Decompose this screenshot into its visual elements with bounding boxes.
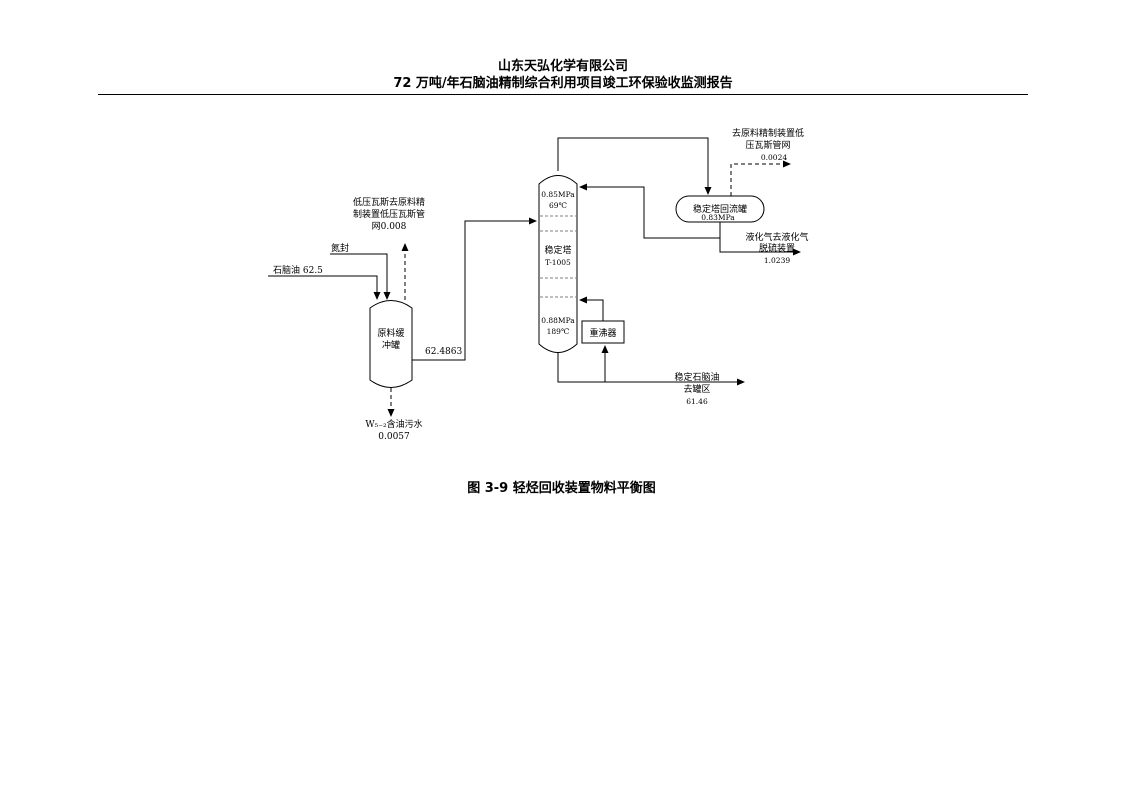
tower-name: 稳定塔 [544,244,571,256]
lowgas-label-1: 低压瓦斯去原料精 [353,196,425,208]
buffer-tank [369,300,413,388]
naphtha-in-label: 石脑油 62.5 [273,264,323,276]
lpg-label-1: 液化气去液化气 [745,231,808,243]
wastewater-label-1: W₅₋₂含油污水 [365,418,422,430]
naphtha-inlet-line [268,275,381,300]
lpg-line [719,238,801,256]
company-name: 山东天弘化学有限公司 [497,59,628,74]
tower-bottom-pressure: 0.88MPa [541,316,575,325]
product-label-3: 61.46 [686,397,708,406]
header-divider [98,94,1028,95]
product-label-2: 去罐区 [683,383,710,395]
tower-bottom-temp: 189℃ [547,327,570,336]
lowgas-label-2: 制装置低压瓦斯管 [353,208,425,220]
overhead-line [557,137,712,195]
nitrogen-label: 氮封 [331,242,349,254]
reflux-return-line [579,183,721,239]
reflux-drum-pressure: 0.83MPa [701,213,735,222]
lowgas-label-3: 网0.008 [372,221,407,232]
reboiler-to-tower-line [579,296,604,321]
nitrogen-line [330,253,391,300]
offgas-label-2: 压瓦斯管网 [745,139,790,151]
tower-trays [540,215,576,298]
product-label-1: 稳定石脑油 [674,371,719,383]
lpg-label-3: 1.0239 [764,256,790,265]
feed-to-tower-line [412,217,537,361]
reflux-drum-label: 稳定塔回流罐 [693,203,747,215]
tower-top-pressure: 0.85MPa [541,190,575,199]
tower-tag: T-1005 [545,258,571,267]
lpg-label-2: 脱硫装置 [759,242,795,254]
tower-top-temp: 69℃ [549,201,567,210]
report-title: 72 万吨/年石脑油精制综合利用项目竣工环保验收监测报告 [393,76,733,91]
buffer-outflow-label: 62.4863 [425,347,462,357]
bottoms-product-line [557,352,745,386]
buffer-tank-label-2: 冲罐 [382,339,400,351]
stabilizer-tower [538,175,578,353]
report-header: 山东天弘化学有限公司 72 万吨/年石脑油精制综合利用项目竣工环保验收监测报告 [98,58,1028,92]
offgas-label-1: 去原料精制装置低 [732,127,804,139]
reboiler-label: 重沸器 [589,327,616,339]
offgas-label-3: 0.0024 [761,153,787,162]
buffer-tank-label-1: 原料缓 [377,327,404,339]
wastewater-label-2: 0.0057 [378,432,410,442]
offgas-line [730,160,791,196]
figure-caption: 图 3-9 轻烃回收装置物料平衡图 [467,481,656,496]
